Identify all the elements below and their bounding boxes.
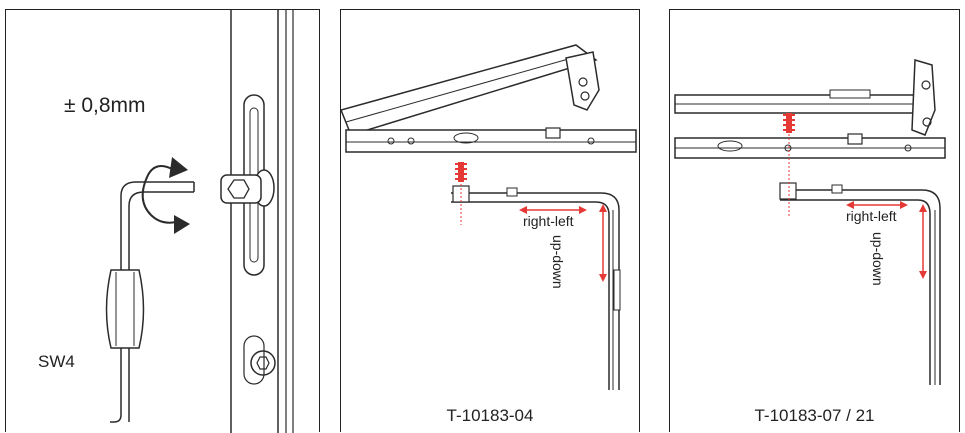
screw-icon xyxy=(783,113,795,133)
panel-t-10183-04: right-left up-down T-10183-04 xyxy=(340,9,640,432)
horizontal-adjust-arrow-icon xyxy=(519,206,587,214)
right-left-label: right-left xyxy=(523,213,574,229)
vertical-adjust-arrow-icon xyxy=(919,204,927,279)
tolerance-label: ± 0,8mm xyxy=(64,94,146,117)
up-down-label: up-down xyxy=(550,235,566,289)
up-down-label: up-down xyxy=(870,232,886,286)
hinge-illustration xyxy=(105,10,294,433)
stay-arm-illustration xyxy=(341,44,637,390)
horizontal-adjust-arrow-icon xyxy=(846,201,908,209)
tool-size-label: SW4 xyxy=(38,352,75,371)
panel-t-10183-07-21: right-left up-down T-10183-07 / 21 xyxy=(669,9,960,432)
panel-hinge-adjustment: ± 0,8mm SW4 xyxy=(5,9,320,433)
right-left-label: right-left xyxy=(846,208,897,224)
screw-icon xyxy=(455,162,467,182)
part-code: T-10183-07 / 21 xyxy=(754,406,875,425)
part-code: T-10183-04 xyxy=(446,406,534,425)
vertical-adjust-arrow-icon xyxy=(599,204,607,282)
stay-arm-illustration xyxy=(674,59,946,385)
